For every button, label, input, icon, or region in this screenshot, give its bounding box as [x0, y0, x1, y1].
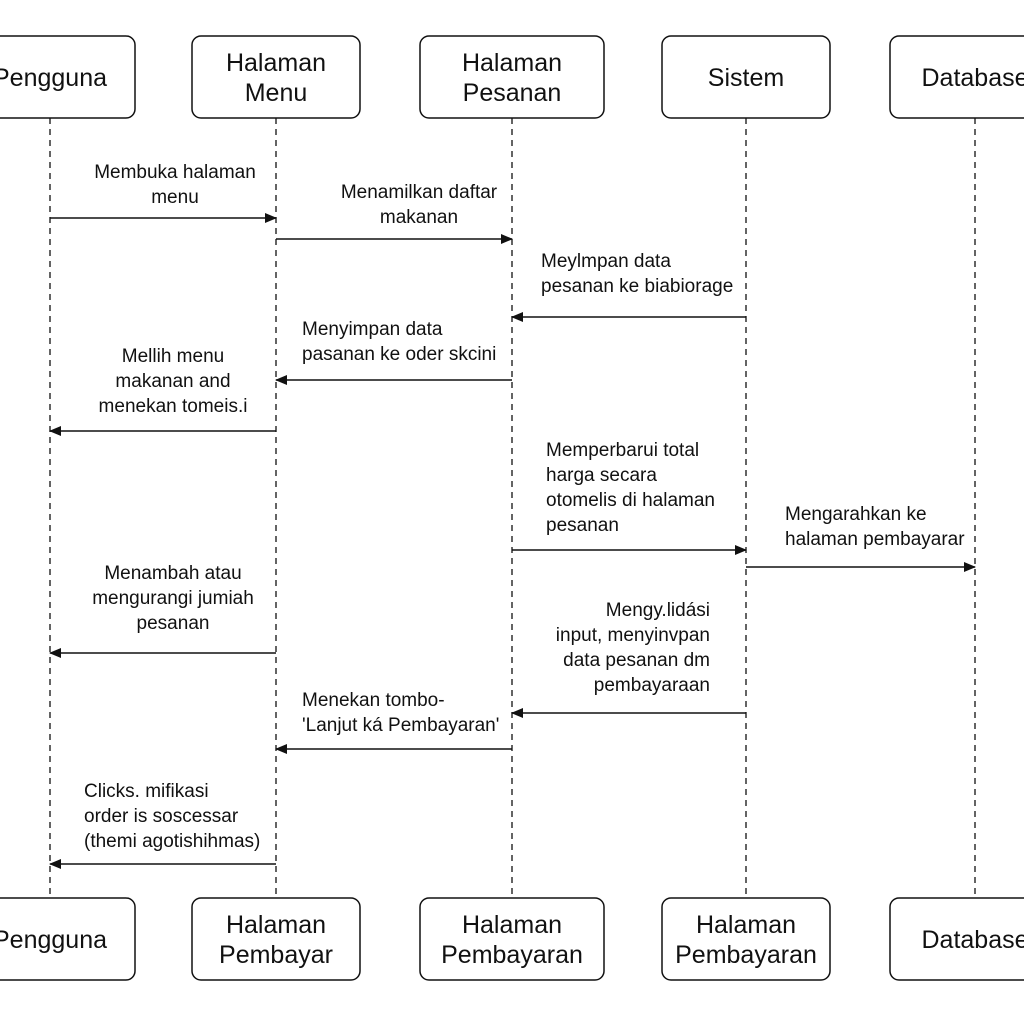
participant-bottom-box-frame: [889, 897, 1024, 981]
message-label-line: Meylmpan data: [541, 251, 671, 272]
participant-bottom-label-line: Halaman: [226, 911, 326, 939]
message-label-line: Membuka halaman: [94, 162, 256, 183]
message-label-line: menu: [151, 187, 199, 208]
participant-bottom-box-0: Pengguna: [0, 897, 136, 981]
participant-bottom-label-line: Pembayar: [219, 941, 333, 969]
participant-bottom-box-frame: [419, 897, 605, 981]
message-label-line: Mengy.lidási: [606, 600, 710, 621]
message-10: Menekan tombo- 'Lanjut ká Pembayaran': [275, 690, 512, 754]
participant-bottom-box-frame: [191, 897, 361, 981]
message-label-line: pesanan: [546, 515, 619, 536]
message-label-line: Menamilkan daftar: [341, 182, 498, 203]
message-2: Menamilkan daftar makanan: [276, 182, 513, 244]
participant-top-label-line: Menu: [245, 79, 308, 107]
participant-top-box-frame: [419, 35, 605, 119]
message-6: Memperbarui total harga secara otomelis di…: [512, 440, 747, 555]
participant-top-box-frame: [889, 35, 1024, 119]
message-9: Mengy.lidási input, menyinvpan data pesana…: [511, 600, 746, 718]
message-label-line: 'Lanjut ká Pembayaran': [302, 715, 499, 736]
message-label-line: makanan: [380, 207, 458, 228]
participant-bottom-label-line: Halaman: [462, 911, 562, 939]
message-label-line: Mellih menu: [122, 346, 224, 367]
message-label-line: Menambah atau: [104, 563, 241, 584]
message-label-line: makanan and: [115, 371, 230, 392]
message-label-line: Menyimpan data: [302, 319, 443, 340]
participant-top-box-frame: [191, 35, 361, 119]
message-label-line: pasanan ke oder skcini: [302, 344, 496, 365]
participant-bottom-label-line: Pembayaran: [441, 941, 583, 969]
message-label-line: pembayaraan: [594, 675, 710, 696]
message-label-line: pesanan: [137, 613, 210, 634]
message-label-line: harga secara: [546, 465, 657, 486]
message-4: Menyimpan data pasanan ke oder skcini: [275, 319, 512, 385]
participant-top-box-0: Pengguna: [0, 35, 136, 119]
message-11: Clicks. mifikasi order is soscessar (themi…: [49, 781, 276, 869]
message-label-line: menekan tomeis.i: [99, 396, 248, 417]
message-label-line: Memperbarui total: [546, 440, 699, 461]
message-label-line: mengurangi jumiah: [92, 588, 254, 609]
message-7: Mengarahkan ke halaman pembayarar: [746, 504, 976, 572]
participant-bottom-label-line: Pembayaran: [675, 941, 817, 969]
participant-top-label-line: Halaman: [462, 49, 562, 77]
participant-top-label-line: Database: [921, 64, 1024, 92]
participant-top-box-frame: [661, 35, 831, 119]
participant-top-label-line: Sistem: [708, 64, 784, 92]
message-label-line: (themi agotishihmas): [84, 831, 260, 852]
participant-bottom-box-frame: [661, 897, 831, 981]
message-label-line: order is soscessar: [84, 806, 239, 827]
message-label-line: Mengarahkan ke: [785, 504, 927, 525]
message-label-line: input, menyinvpan: [556, 625, 710, 646]
participant-bottom-label-line: Halaman: [696, 911, 796, 939]
message-8: Menambah atau mengurangi jumiah pesanan: [49, 563, 276, 658]
participant-top-box-3: Sistem: [661, 35, 831, 119]
participant-top-label-line: Pesanan: [463, 79, 562, 107]
participant-bottom-label-line: Database: [921, 926, 1024, 954]
participant-top-label-line: Pengguna: [0, 64, 107, 92]
message-label-line: data pesanan dm: [563, 650, 710, 671]
participant-top-box-frame: [0, 35, 136, 119]
participant-bottom-box-frame: [0, 897, 136, 981]
message-label-line: otomelis di halaman: [546, 490, 715, 511]
message-1: Membuka halaman menu: [50, 162, 277, 223]
participant-top-box-4: Database: [889, 35, 1024, 119]
message-label-line: Clicks. mifikasi: [84, 781, 209, 802]
message-3: Meylmpan data pesanan ke biabiorage: [511, 251, 746, 322]
participant-bottom-label-line: Pengguna: [0, 926, 107, 954]
participant-bottom-box-4: Database: [889, 897, 1024, 981]
message-label-line: halaman pembayarar: [785, 529, 965, 550]
message-label-line: pesanan ke biabiorage: [541, 276, 733, 297]
message-5: Mellih menu makanan and menekan tomeis.i: [49, 346, 276, 436]
participant-top-label-line: Halaman: [226, 49, 326, 77]
message-label-line: Menekan tombo-: [302, 690, 445, 711]
